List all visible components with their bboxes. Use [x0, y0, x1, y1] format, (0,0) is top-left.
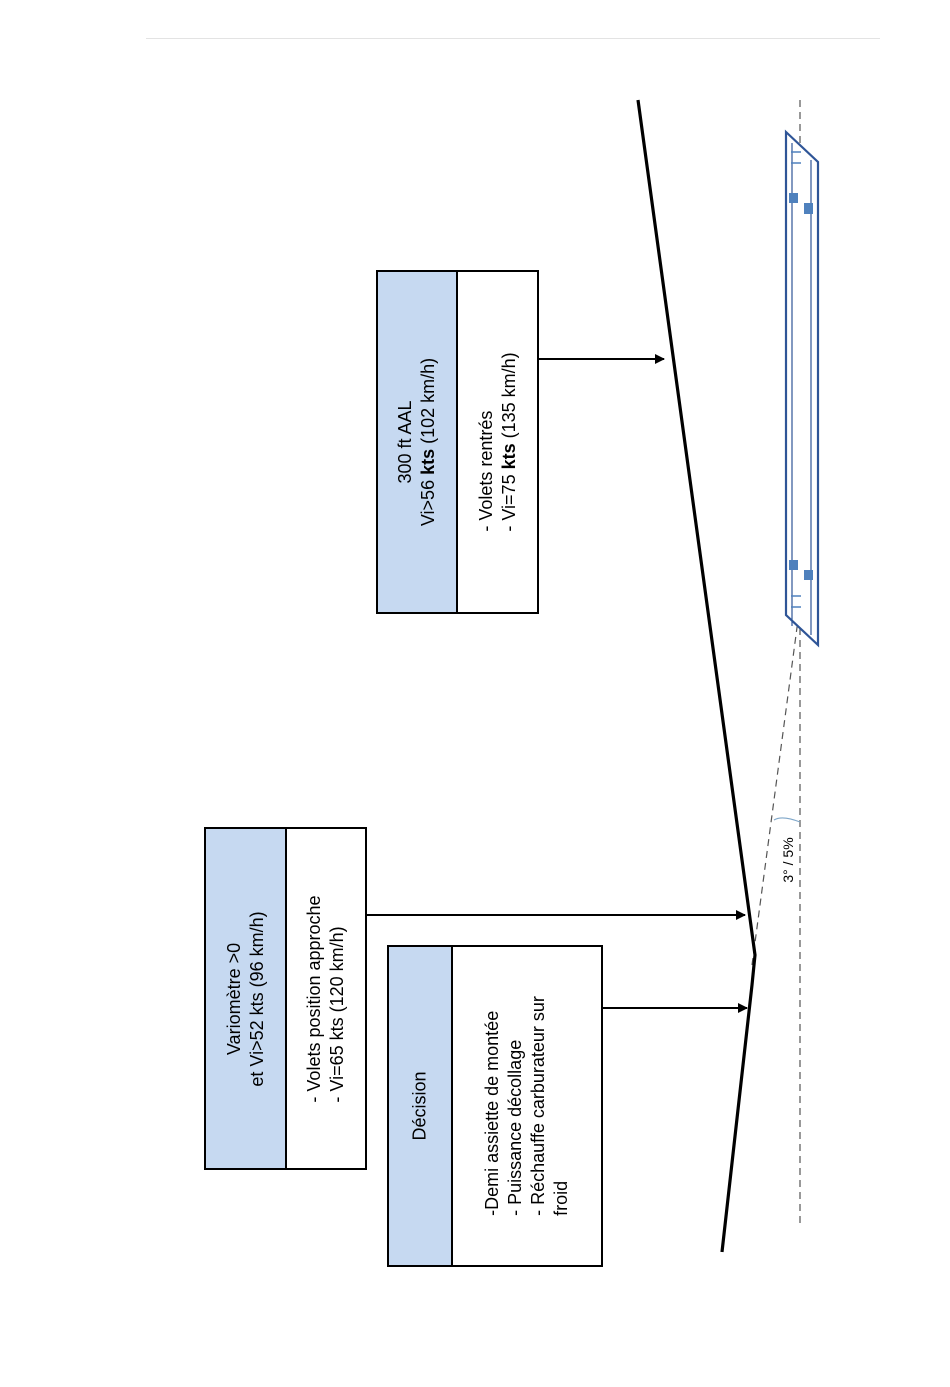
- aal300-header: 300 ft AAL Vi>56 kts (102 km/h): [378, 272, 458, 612]
- aal300-item-1: - Volets rentrés: [475, 352, 498, 531]
- angle-label: 3° / 5%: [780, 837, 796, 882]
- variometre-item-2: - Vi=65 kts (120 km/h): [326, 895, 349, 1102]
- aal300-content: - Volets rentrés - Vi=75 kts (135 km/h): [458, 272, 537, 612]
- flight-path-line: [638, 100, 755, 1252]
- variometre-box: Variomètre >0 et Vi>52 kts (96 km/h) - V…: [204, 827, 367, 1170]
- aal300-header-line2: Vi>56 kts (102 km/h): [417, 358, 440, 526]
- decision-item-1: -Demi assiette de montée: [481, 996, 504, 1216]
- angle-arc: [774, 818, 800, 822]
- decision-item-4: froid: [550, 996, 573, 1216]
- aal300-header-line1: 300 ft AAL: [394, 358, 417, 526]
- variometre-header: Variomètre >0 et Vi>52 kts (96 km/h): [206, 829, 287, 1168]
- variometre-content: - Volets position approche - Vi=65 kts (…: [287, 829, 365, 1168]
- decision-header-line1: Décision: [409, 1071, 432, 1140]
- decision-box: Décision -Demi assiette de montée - Puis…: [387, 945, 603, 1267]
- aal300-box: 300 ft AAL Vi>56 kts (102 km/h) - Volets…: [376, 270, 539, 614]
- decision-item-3: - Réchauffe carburateur sur: [527, 996, 550, 1216]
- decision-header: Décision: [389, 947, 453, 1265]
- glide-slope-dashed-line: [752, 605, 800, 965]
- variometre-item-1: - Volets position approche: [303, 895, 326, 1102]
- aal300-item-2: - Vi=75 kts (135 km/h): [498, 352, 521, 531]
- decision-content: -Demi assiette de montée - Puissance déc…: [453, 947, 601, 1265]
- runway: [786, 132, 818, 645]
- variometre-header-line2: et Vi>52 kts (96 km/h): [246, 911, 269, 1086]
- decision-item-2: - Puissance décollage: [504, 996, 527, 1216]
- variometre-header-line1: Variomètre >0: [223, 911, 246, 1086]
